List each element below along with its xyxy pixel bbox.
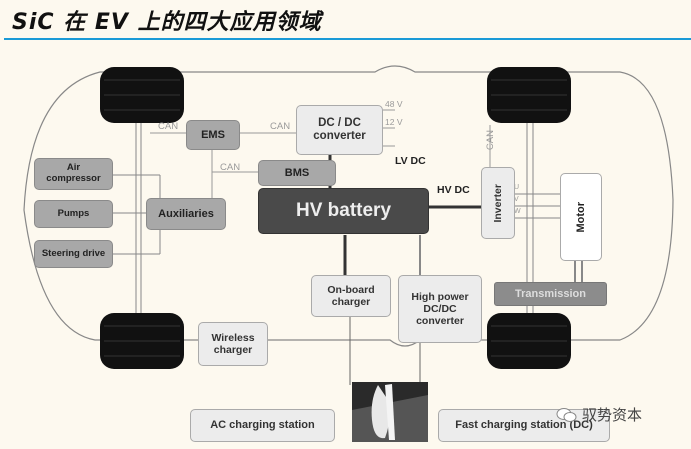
tyre-front-right <box>100 313 184 369</box>
ems-label: EMS <box>201 128 225 141</box>
inverter-block: Inverter <box>481 167 515 239</box>
wireless-charger-label-line1: Wireless <box>211 331 255 344</box>
transmission-block: Transmission <box>494 282 607 306</box>
pumps-block: Pumps <box>34 200 113 228</box>
dcdc-label-line2: converter <box>313 130 366 142</box>
charging-plug-image <box>352 382 428 442</box>
phase-w-label: W <box>514 208 521 215</box>
steering-drive-block: Steering drive <box>34 240 113 268</box>
phase-u-label: U <box>514 184 520 191</box>
bms-block: BMS <box>258 160 336 186</box>
motor-label: Motor <box>574 201 587 233</box>
pumps-label: Pumps <box>57 207 90 219</box>
steering-drive-label: Steering drive <box>41 247 106 259</box>
bms-label: BMS <box>284 166 310 179</box>
voltage-12v-label: 12 V <box>385 117 403 127</box>
inverter-label: Inverter <box>491 183 504 223</box>
hv-battery-block: HV battery <box>258 188 429 234</box>
watermark: 驭势资本 <box>556 404 642 425</box>
ac-charging-station-label: AC charging station <box>210 419 315 432</box>
watermark-text: 驭势资本 <box>582 406 643 424</box>
onboard-charger-label-line2: charger <box>331 296 371 308</box>
can-label-ems-left: CAN <box>158 121 179 132</box>
air-compressor-label-line2: compressor <box>46 173 101 184</box>
ems-block: EMS <box>186 120 240 150</box>
tyre-rear-left <box>487 67 571 123</box>
air-compressor-label-line1: Air <box>66 162 81 174</box>
auxiliaries-block: Auxiliaries <box>146 198 226 230</box>
lv-dc-label: LV DC <box>395 155 426 167</box>
wechat-icon <box>556 407 578 423</box>
onboard-charger-label-line1: On-board <box>327 283 375 296</box>
hv-battery-label: HV battery <box>295 200 392 222</box>
hp-dcdc-label-line2: DC/DC <box>423 302 457 315</box>
can-label-ems-dcdc: CAN <box>270 121 291 132</box>
can-label-bms: CAN <box>220 162 241 173</box>
title-divider <box>4 38 691 40</box>
hv-dc-label: HV DC <box>437 184 470 196</box>
tyre-front-left <box>100 67 184 123</box>
high-power-dcdc-block: High power DC/DC converter <box>398 275 482 343</box>
air-compressor-block: Air compressor <box>34 158 113 190</box>
hp-dcdc-label-line1: High power <box>411 290 469 303</box>
fast-charging-station-label: Fast charging station (DC) <box>455 419 593 432</box>
fast-charging-station-block: Fast charging station (DC) <box>438 409 610 442</box>
transmission-label: Transmission <box>515 287 586 300</box>
motor-block: Motor <box>560 173 602 261</box>
ac-charging-station-block: AC charging station <box>190 409 335 442</box>
phase-v-label: V <box>514 196 519 203</box>
wireless-charger-block: Wireless charger <box>198 322 268 366</box>
voltage-48v-label: 48 V <box>385 99 403 109</box>
dcdc-label-line1: DC / DC <box>318 116 361 129</box>
hp-dcdc-label-line3: converter <box>416 315 464 328</box>
page-title: SiC 在 EV 上的四大应用领域 <box>12 10 322 35</box>
tyre-rear-right <box>487 313 571 369</box>
auxiliaries-label: Auxiliaries <box>158 207 214 220</box>
dcdc-converter-block: DC / DC converter <box>296 105 383 155</box>
onboard-charger-block: On-board charger <box>311 275 391 317</box>
wireless-charger-label-line2: charger <box>213 344 253 356</box>
can-label-inverter: CAN <box>485 130 496 151</box>
